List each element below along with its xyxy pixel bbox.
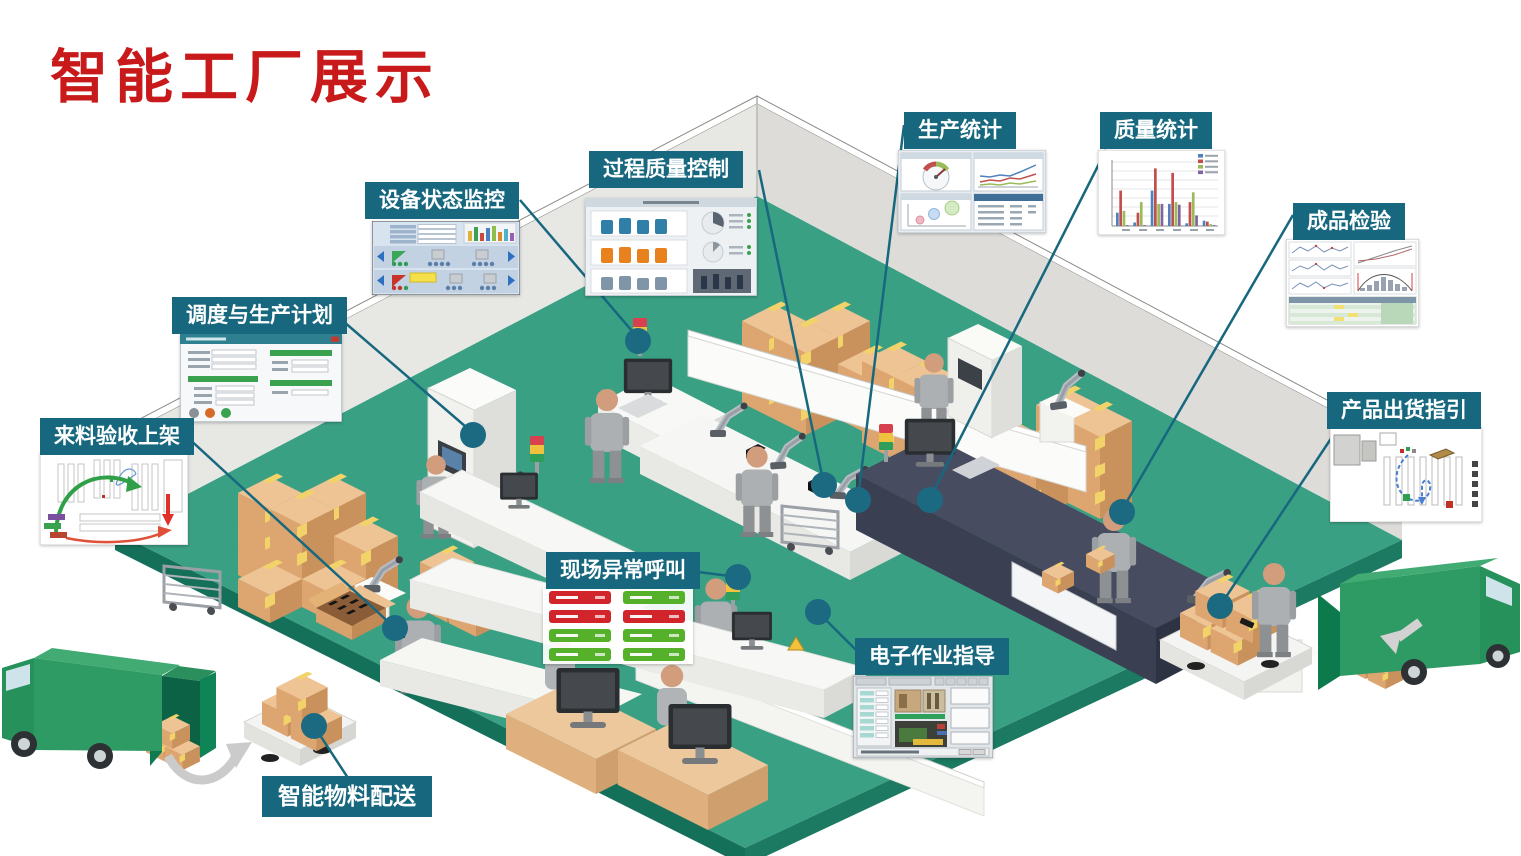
e-instruction-screen: [853, 676, 993, 758]
callout-anchor-dots: [301, 328, 1233, 739]
callout-final-inspection: 成品检验: [1293, 203, 1405, 240]
agv-right: [1158, 562, 1314, 700]
exception-call-grid: [543, 588, 693, 664]
production-stats-dashboard: [898, 150, 1046, 233]
incoming-material-map: [40, 452, 188, 545]
callout-equipment-status: 设备状态监控: [365, 182, 519, 219]
open-parts-box: [308, 582, 396, 640]
agv-left: [242, 671, 358, 766]
process-quality-dashboard: [585, 198, 757, 296]
delivery-truck-right: [1318, 558, 1520, 690]
callout-incoming-material: 来料验收上架: [40, 418, 194, 455]
callout-e-instruction: 电子作业指导: [855, 638, 1009, 675]
callout-quality-stats: 质量统计: [1100, 112, 1212, 149]
callout-exception-call: 现场异常呼叫: [546, 552, 700, 589]
quality-stats-chart: [1098, 150, 1225, 235]
callout-material-delivery: 智能物料配送: [262, 776, 432, 817]
callout-shipping-guide: 产品出货指引: [1327, 392, 1481, 429]
callout-process-quality: 过程质量控制: [589, 151, 743, 188]
scheduling-form-window: [180, 334, 342, 422]
office-desks: [506, 628, 768, 830]
callout-production-stats: 生产统计: [904, 112, 1016, 149]
shipping-guide-map: [1330, 427, 1482, 522]
delivery-truck-left: [2, 648, 216, 771]
callout-scheduling: 调度与生产计划: [172, 297, 347, 334]
incoming-material-area: [162, 473, 504, 694]
warning-icon: [787, 636, 805, 651]
flow-arrow-icon: [1380, 618, 1423, 654]
equipment-status-dashboard: [372, 221, 520, 295]
final-inspection-panel: [1286, 239, 1419, 327]
handheld-scanner-icon: [1239, 617, 1255, 629]
page-title: 智能工厂展示: [50, 45, 441, 110]
test-machine: [856, 418, 1320, 693]
flow-arrow-icon: [164, 742, 252, 785]
